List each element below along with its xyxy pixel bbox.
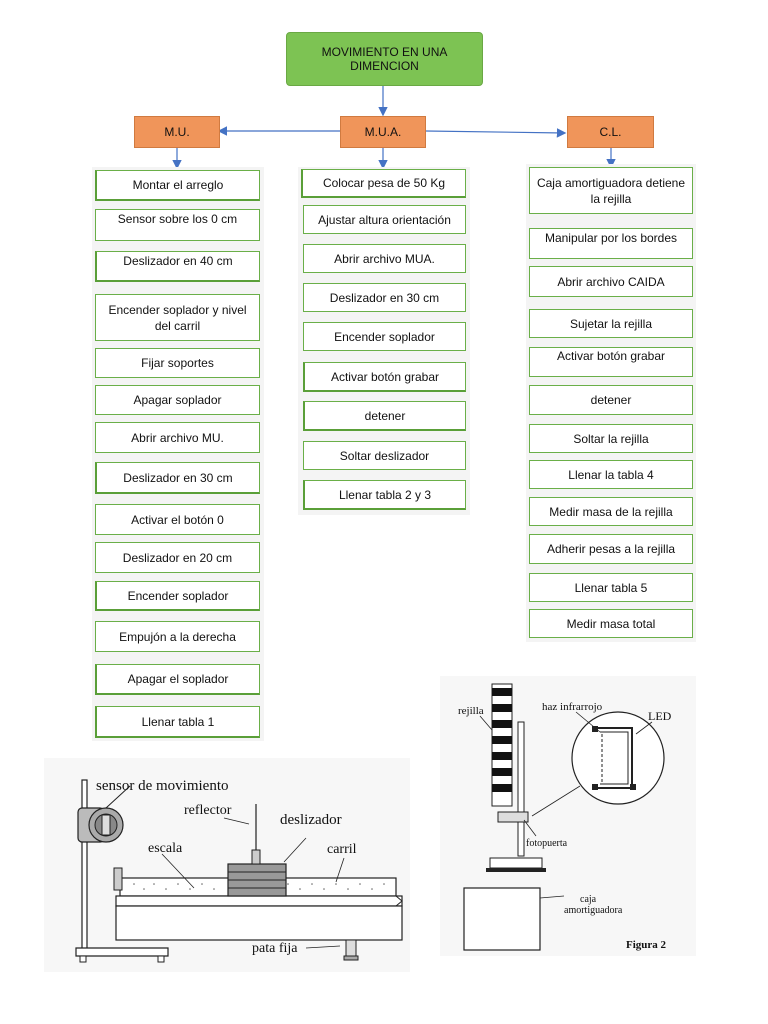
label-sensor: sensor de movimiento (96, 778, 228, 794)
diagram-title: MOVIMIENTO EN UNA DIMENCION (286, 32, 483, 86)
label-haz: haz infrarrojo (542, 701, 603, 713)
track-beam (115, 895, 403, 907)
mu-step: Apagar el soplador (95, 664, 260, 695)
arrow-mua-to-cl (425, 128, 567, 138)
label-led: LED (648, 709, 672, 723)
mu-step: Encender soplador y nivel del carril (95, 294, 260, 341)
category-mu: M.U. (134, 116, 220, 148)
mu-step: Apagar soplador (95, 385, 260, 415)
mu-step: Sensor sobre los 0 cm (95, 209, 260, 241)
cl-step: Caja amortiguadora detiene la rejilla (529, 167, 693, 214)
mu-step: Encender soplador (95, 581, 260, 611)
zoom-circle (571, 711, 665, 805)
cl-step: Activar botón grabar (529, 347, 693, 377)
mua-step: Soltar deslizador (303, 441, 466, 470)
mua-step: Activar botón grabar (303, 362, 466, 392)
mu-step: Llenar tabla 1 (95, 706, 260, 738)
label-escala: escala (148, 841, 183, 856)
figure2-caption: Figura 2 (626, 939, 667, 951)
category-cl: C.L. (567, 116, 654, 148)
label-carril: carril (327, 842, 357, 857)
photogate-icon (497, 811, 529, 823)
mua-step: Encender soplador (303, 322, 466, 351)
mu-step: Fijar soportes (95, 348, 260, 378)
mua-step: Deslizador en 30 cm (303, 283, 466, 312)
cl-step: Adherir pesas a la rejilla (529, 534, 693, 564)
mu-step: Deslizador en 40 cm (95, 251, 260, 282)
grid-strip (491, 683, 513, 807)
mu-step: Abrir archivo MU. (95, 422, 260, 453)
label-deslizador: deslizador (280, 812, 342, 828)
mua-step: Abrir archivo MUA. (303, 244, 466, 273)
label-fotopuerta: fotopuerta (526, 838, 568, 849)
cl-step: Medir masa de la rejilla (529, 497, 693, 526)
stand-rod (81, 779, 88, 953)
shock-box (463, 887, 541, 951)
mu-step: Deslizador en 30 cm (95, 462, 260, 494)
label-rejilla: rejilla (458, 705, 484, 717)
cl-step: Abrir archivo CAIDA (529, 266, 693, 297)
mu-step: Activar el botón 0 (95, 504, 260, 535)
stand-base (75, 947, 169, 957)
category-mua: M.U.A. (340, 116, 426, 148)
mua-step: Llenar tabla 2 y 3 (303, 480, 466, 510)
figure-air-track: sensor de movimiento reflector deslizado… (44, 758, 410, 972)
cl-step: detener (529, 385, 693, 415)
mu-step: Empujón a la derecha (95, 621, 260, 652)
cl-step: Sujetar la rejilla (529, 309, 693, 338)
label-reflector: reflector (184, 803, 232, 818)
glider-icon (227, 804, 287, 897)
cl-step: Medir masa total (529, 609, 693, 638)
figure-photogate: rejilla haz infrarrojo LED fotopuerta ca… (440, 676, 696, 956)
mua-step: Ajustar altura orientación (303, 205, 466, 234)
cl-step: Llenar tabla 5 (529, 573, 693, 602)
mu-step: Montar el arreglo (95, 170, 260, 201)
cl-step: Soltar la rejilla (529, 424, 693, 453)
cl-step: Llenar la tabla 4 (529, 460, 693, 489)
mua-step: detener (303, 401, 466, 431)
label-pata: pata fija (252, 941, 298, 956)
mu-step: Deslizador en 20 cm (95, 542, 260, 573)
cl-step: Manipular por los bordes (529, 228, 693, 259)
mua-step: Colocar pesa de 50 Kg (301, 169, 466, 198)
motion-sensor-icon (77, 807, 124, 843)
fixed-leg (345, 939, 357, 959)
